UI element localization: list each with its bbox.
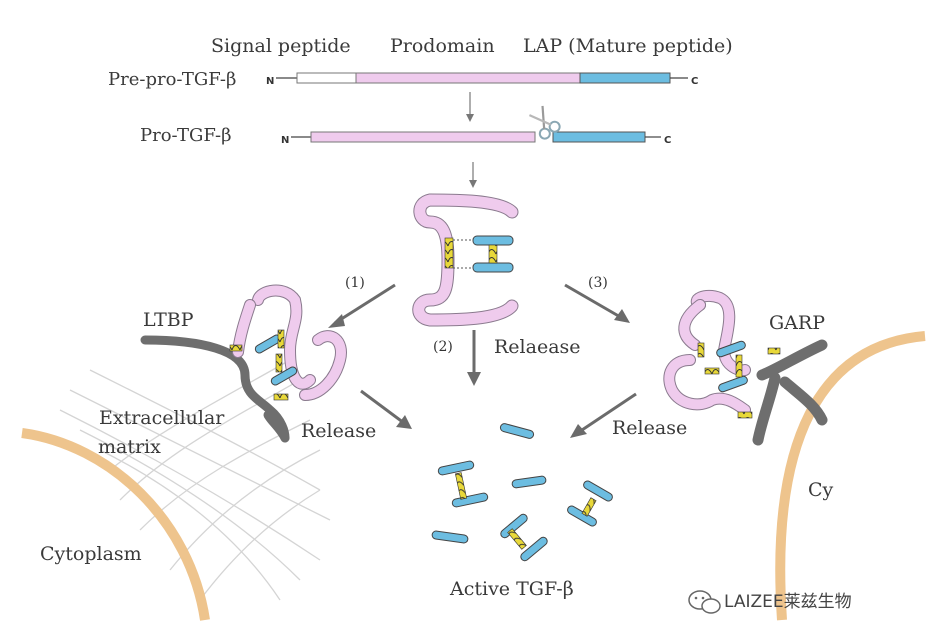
- cy-label: Cy: [808, 479, 834, 501]
- signal-peptide-label: Signal peptide: [211, 35, 351, 57]
- release-right-label: Release: [612, 417, 687, 439]
- garp-anchor: [756, 339, 828, 381]
- extracellular-label: Extracellular: [99, 407, 225, 429]
- cytoplasm-label: Cytoplasm: [40, 543, 142, 565]
- ltbp-bound-complex: [140, 284, 347, 443]
- arrow-release-left: [360, 389, 405, 425]
- latent-tgf-beta-complex: [412, 193, 519, 327]
- signal-peptide-segment: [296, 72, 357, 84]
- pro-tgf-beta-label: Pro-TGF-β: [140, 125, 232, 146]
- active-tgf-beta-fragments: [431, 423, 613, 562]
- prodomain-segment: [355, 72, 581, 84]
- prodomain-label: Prodomain: [390, 35, 495, 57]
- left-cell-membrane: [21, 428, 210, 621]
- ltbp-chain: [140, 335, 290, 443]
- ltbp-label: LTBP: [143, 309, 194, 331]
- release-left-label: Release: [301, 420, 376, 442]
- relaease-label: Relaease: [494, 336, 581, 358]
- arrow-release-right: [578, 392, 637, 434]
- watermark-text: LAIZEE莱兹生物: [724, 592, 852, 612]
- pathway-2-label: (2): [433, 339, 453, 355]
- lap-label: LAP (Mature peptide): [523, 35, 733, 57]
- wechat-icon: [688, 590, 721, 614]
- pro-prodomain-segment: [310, 131, 536, 143]
- pre-pro-tgf-beta-label: Pre-pro-TGF-β: [108, 69, 236, 90]
- garp-label: GARP: [769, 312, 825, 334]
- lap-segment: [579, 72, 671, 84]
- arrow-pathway-1: [334, 283, 396, 325]
- pro-c-terminal: C: [664, 135, 671, 146]
- matrix-label: matrix: [98, 436, 161, 458]
- pro-lap-segment: [552, 131, 646, 143]
- pre-pro-c-terminal: C: [691, 76, 698, 87]
- pathway-1-label: (1): [345, 275, 365, 291]
- pro-n-terminal: N: [281, 135, 289, 146]
- pre-pro-n-terminal: N: [266, 76, 274, 87]
- garp-bound-complex: [663, 289, 828, 446]
- right-cell-membrane: [775, 331, 926, 621]
- scissors-icon: [528, 105, 561, 140]
- arrow-pathway-3: [564, 283, 623, 320]
- active-tgf-beta-label: Active TGF-β: [449, 578, 574, 600]
- pathway-3-label: (3): [588, 275, 608, 291]
